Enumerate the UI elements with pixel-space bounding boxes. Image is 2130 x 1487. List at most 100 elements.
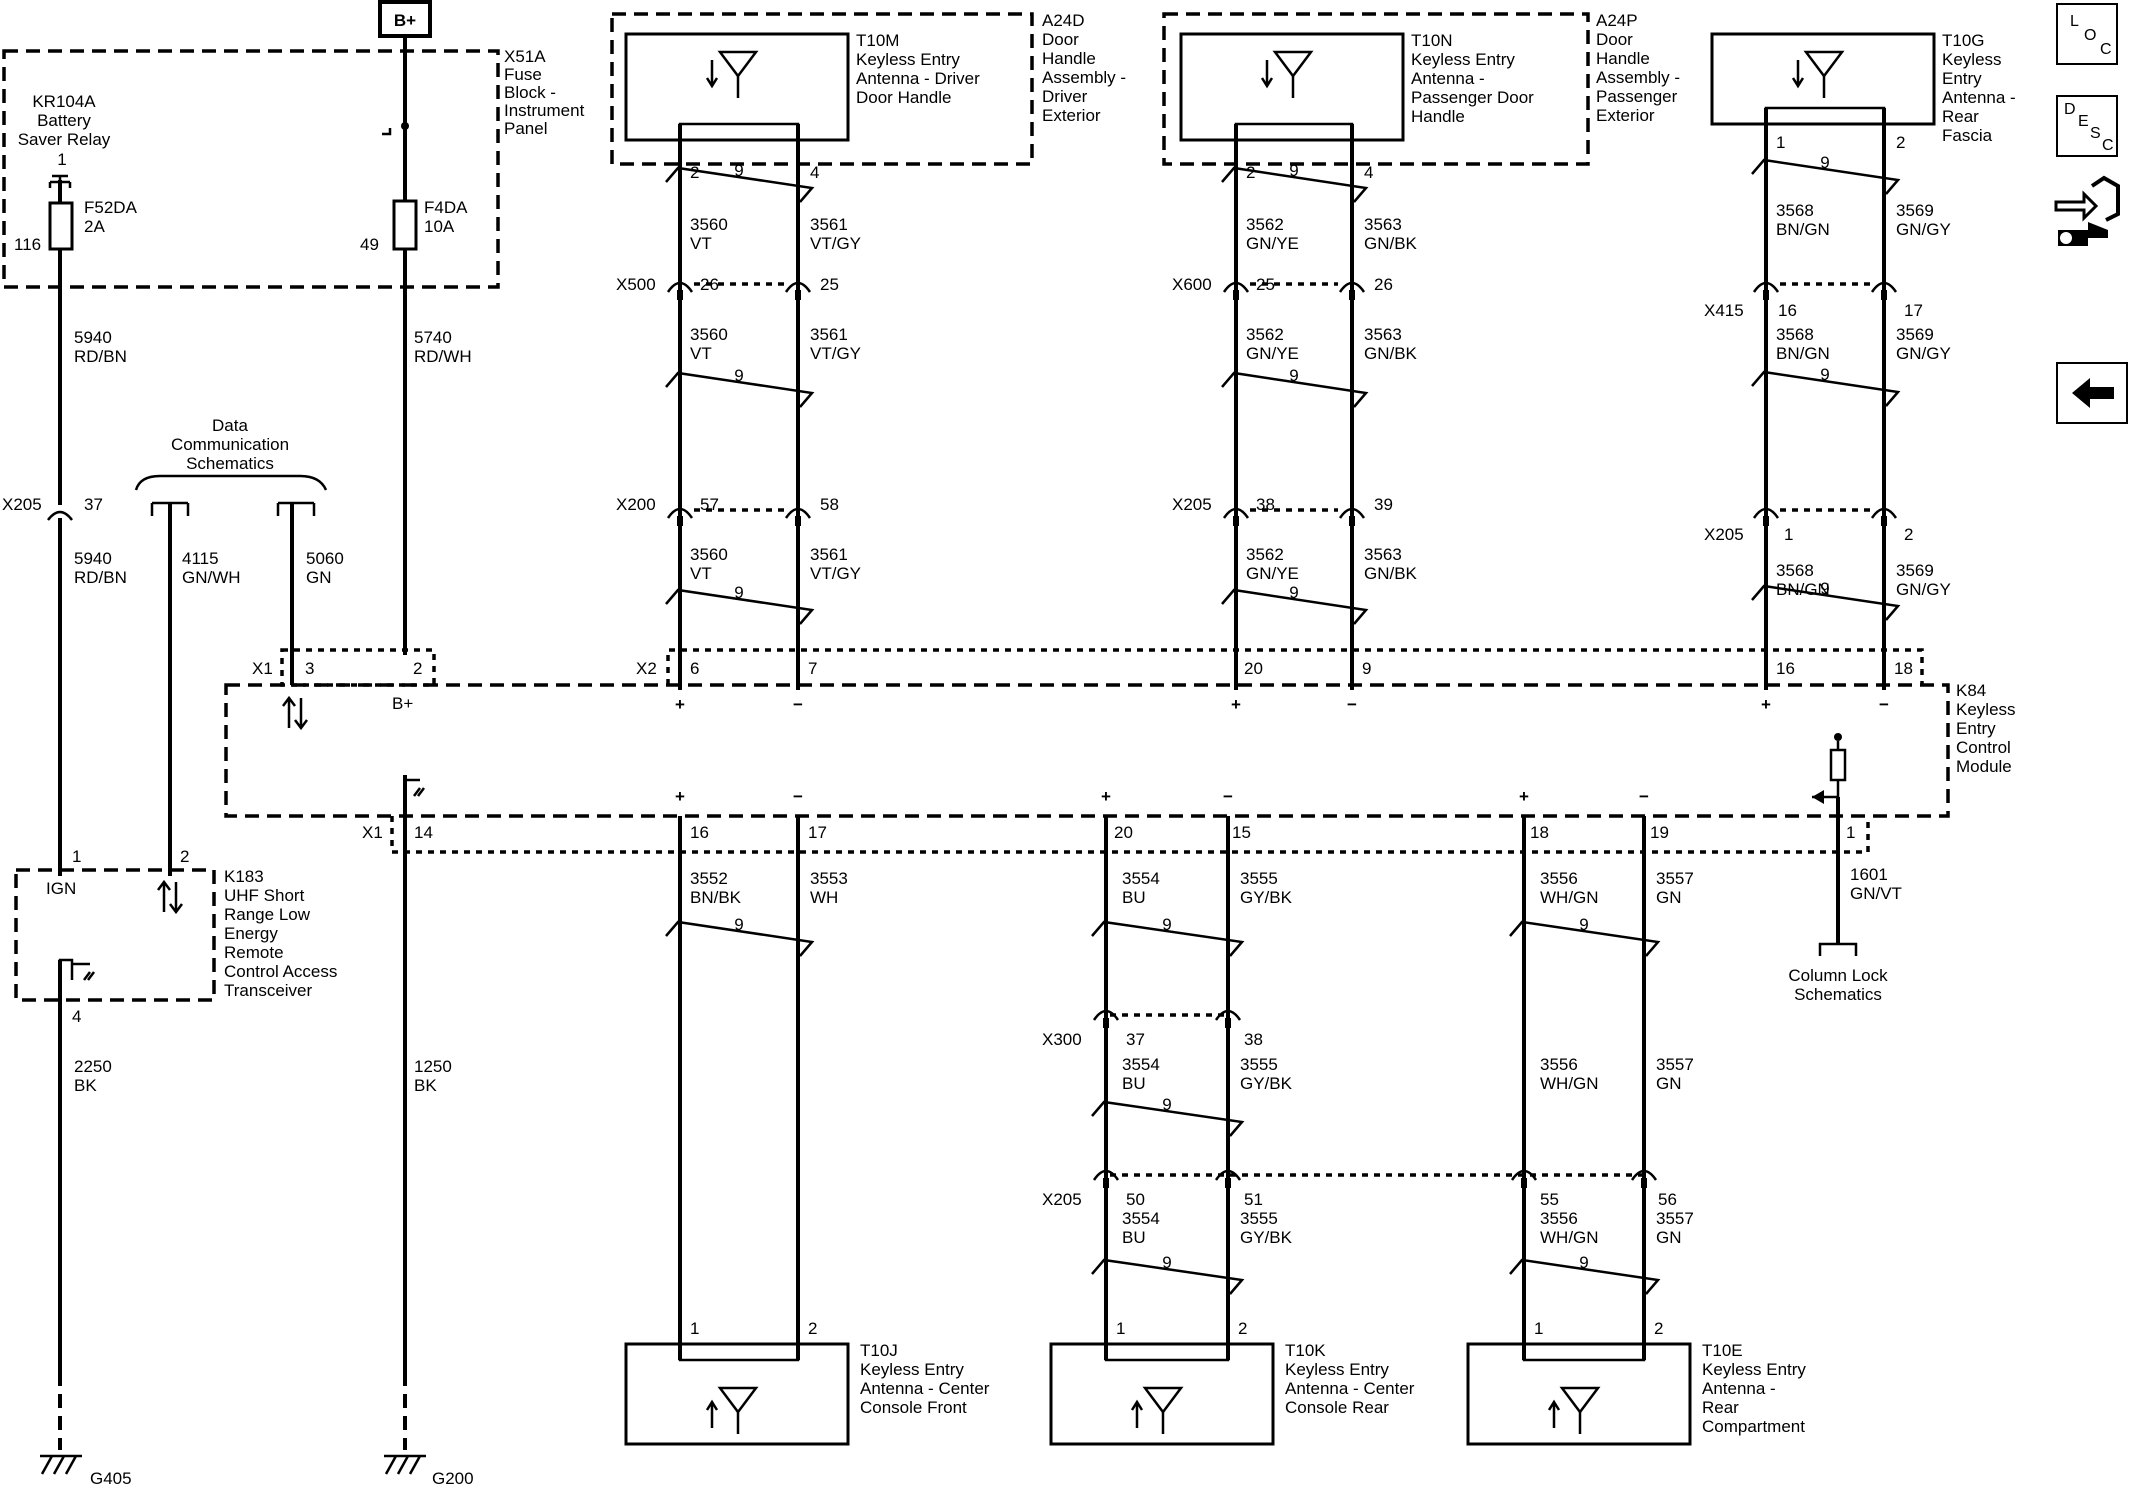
keyless-entry-control-module-outline [224, 683, 1950, 818]
connector-pin: 39 [1374, 495, 1393, 514]
connector-socket-icon [1222, 507, 1250, 519]
connector-x205-low-ref: X205 [1042, 1190, 1082, 1209]
connector-pin: 56 [1658, 1190, 1677, 1209]
svg-text:Module: Module [1956, 757, 2012, 776]
uhf-transceiver-outline [14, 868, 216, 1002]
door-handle-assembly-outline [1162, 12, 1590, 166]
signal-arrow-icon [1791, 60, 1805, 89]
desc-letter: E [2078, 113, 2089, 130]
wire-label: 3562 [1246, 545, 1284, 564]
antenna-name: Rear [1942, 107, 1979, 126]
connector-pin: 9 [1362, 659, 1371, 678]
connector-socket-icon [1338, 507, 1366, 519]
splice-dot [401, 122, 409, 130]
connector-pin: 1 [1846, 823, 1855, 842]
antenna-name: Antenna - [1702, 1379, 1776, 1398]
connector-pin: 4 [72, 1007, 81, 1026]
wire-label: 3562 [1246, 215, 1284, 234]
wire-label: GN/VT [1850, 884, 1902, 903]
antenna-pin: 1 [1116, 1319, 1125, 1338]
svg-text:Communication: Communication [171, 435, 289, 454]
connector-x205-pin37-symbol [47, 510, 73, 521]
svg-text:K183: K183 [224, 867, 264, 886]
antenna-name: Keyless Entry [1702, 1360, 1806, 1379]
description-view-button[interactable]: D E S C [2056, 95, 2118, 157]
connector-pin: 16 [1778, 301, 1797, 320]
wire-label: GN [1656, 1228, 1682, 1247]
antenna-name: Compartment [1702, 1417, 1805, 1436]
door-handle-assembly-outline [610, 12, 1034, 166]
connector-x205-mid-ref: X205 [1172, 495, 1212, 514]
wire-label: BK [414, 1076, 437, 1095]
signal-arrow-icon [705, 1399, 719, 1428]
antenna-name: Console Front [860, 1398, 967, 1417]
antenna-name: Entry [1942, 69, 1982, 88]
wire-label: 1601 [1850, 865, 1888, 884]
assembly-name: Driver [1042, 87, 1088, 106]
wire-label: VT/GY [810, 344, 861, 363]
twisted-pair-symbol [1509, 1258, 1661, 1295]
wire-label: GY/BK [1240, 888, 1293, 907]
twisted-pair-symbol [1221, 166, 1369, 203]
wire-label: BN/GN [1776, 344, 1830, 363]
signal-arrow-icon [1547, 1399, 1561, 1428]
connector-pin-icon [1225, 1018, 1231, 1028]
wire-label: GY/BK [1240, 1074, 1293, 1093]
wire-label: 3569 [1896, 201, 1934, 220]
connector-pin: 14 [414, 823, 433, 842]
assembly-name: Handle [1596, 49, 1650, 68]
wire-label: 3568 [1776, 561, 1814, 580]
twist-label: 9 [1579, 1253, 1588, 1272]
antenna-name: Keyless Entry [860, 1360, 964, 1379]
arrow-left-icon [2072, 378, 2114, 408]
wire-label: GN/WH [182, 568, 241, 587]
connector-x1-top-ref: X1 [252, 659, 273, 678]
wire-label: BU [1122, 1074, 1146, 1093]
twisted-pair-symbol [1091, 920, 1245, 957]
connector-pin-icon [795, 516, 801, 526]
connector-x1-bottom-ref: X1 [362, 823, 383, 842]
connector-x2-ref: X2 [636, 659, 657, 678]
connector-socket-icon [1752, 507, 1780, 519]
wire-label: 3569 [1896, 325, 1934, 344]
connector-pin-icon [1641, 1178, 1647, 1188]
antenna-name: Antenna - Center [1285, 1379, 1415, 1398]
assembly-ref: A24D [1042, 11, 1085, 30]
wire-label: 3553 [810, 869, 848, 888]
connector-pin: 20 [1244, 659, 1263, 678]
antenna-pin: 1 [1776, 133, 1785, 152]
ground-g200-ref: G200 [432, 1469, 474, 1487]
svg-text:1: 1 [57, 150, 66, 169]
connector-pin: 25 [820, 275, 839, 294]
battery-saver-relay-label: KR104A Battery Saver Relay 1 [18, 92, 111, 169]
wire-label: 3568 [1776, 201, 1814, 220]
wire-label: BU [1122, 888, 1146, 907]
wire-label: 3557 [1656, 1055, 1694, 1074]
svg-text:Energy: Energy [224, 924, 278, 943]
svg-text:KR104A: KR104A [32, 92, 96, 111]
keyless-entry-control-module-label: K84 Keyless Entry Control Module [1956, 681, 2016, 776]
back-button[interactable] [2056, 362, 2128, 424]
antenna-pin: 2 [1896, 133, 1905, 152]
twisted-pair-symbol [1751, 370, 1901, 407]
connector-socket-icon [1752, 281, 1780, 293]
connector-x300-ref: X300 [1042, 1030, 1082, 1049]
fuse-f52da-ref: F52DA [84, 198, 138, 217]
module-plus-label: + [1761, 695, 1771, 714]
twisted-pair-symbol [1751, 158, 1901, 195]
antenna-pin: 2 [1654, 1319, 1663, 1338]
signal-flow-button[interactable] [2052, 172, 2122, 256]
connector-x600-ref: X600 [1172, 275, 1212, 294]
svg-text:Block -: Block - [504, 83, 556, 102]
antenna-name: Antenna - Driver [856, 69, 980, 88]
connector-x200-ref: X200 [616, 495, 656, 514]
twisted-pair-symbol [665, 166, 815, 203]
connector-pin: 2 [413, 659, 422, 678]
svg-text:Column Lock: Column Lock [1788, 966, 1888, 985]
connector-pin: 15 [1232, 823, 1251, 842]
location-view-button[interactable]: L O C [2056, 3, 2118, 65]
fuse-block-label: X51A Fuse Block - Instrument Panel [504, 47, 585, 138]
connector-pin: 50 [1126, 1190, 1145, 1209]
antenna-ref: T10N [1411, 31, 1453, 50]
